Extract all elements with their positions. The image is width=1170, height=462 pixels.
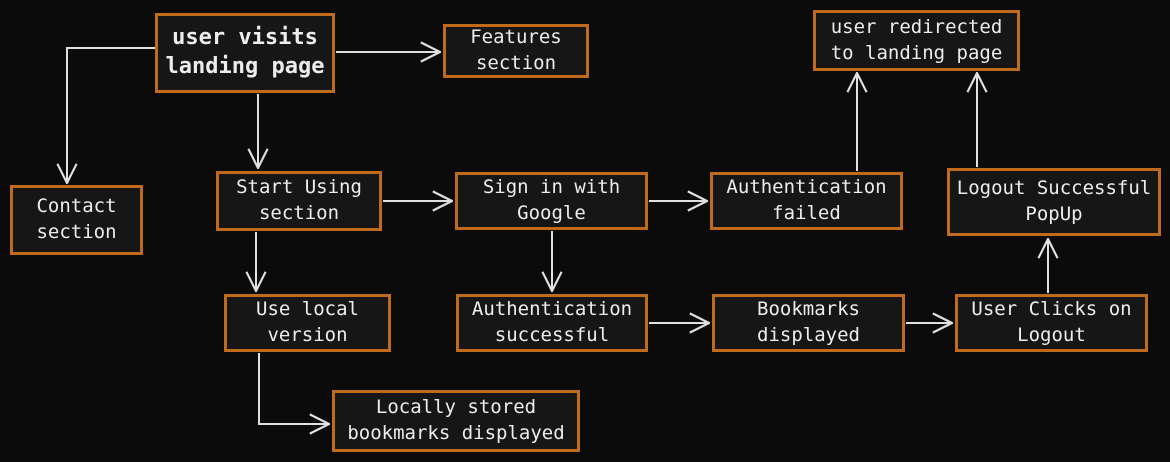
node-user-visits-landing-page: user visits landing page <box>155 13 335 93</box>
node-use-local-version: Use local version <box>224 294 391 352</box>
node-authentication-successful: Authentication successful <box>456 294 648 352</box>
edge-use-local-to-locally-stored <box>258 353 329 424</box>
node-authentication-failed: Authentication failed <box>710 172 903 230</box>
edge-user-visits-to-contact <box>67 47 157 183</box>
node-logout-successful-popup: Logout Successful PopUp <box>947 168 1161 236</box>
node-user-redirected-to-landing-page: user redirected to landing page <box>813 10 1020 71</box>
node-features-section: Features section <box>443 24 589 78</box>
node-user-clicks-on-logout: User Clicks on Logout <box>955 294 1148 352</box>
node-start-using-section: Start Using section <box>216 171 382 231</box>
node-contact-section: Contact section <box>10 185 143 255</box>
node-sign-in-with-google: Sign in with Google <box>455 172 648 230</box>
node-bookmarks-displayed: Bookmarks displayed <box>712 294 905 352</box>
node-locally-stored-bookmarks-displayed: Locally stored bookmarks displayed <box>332 390 580 452</box>
